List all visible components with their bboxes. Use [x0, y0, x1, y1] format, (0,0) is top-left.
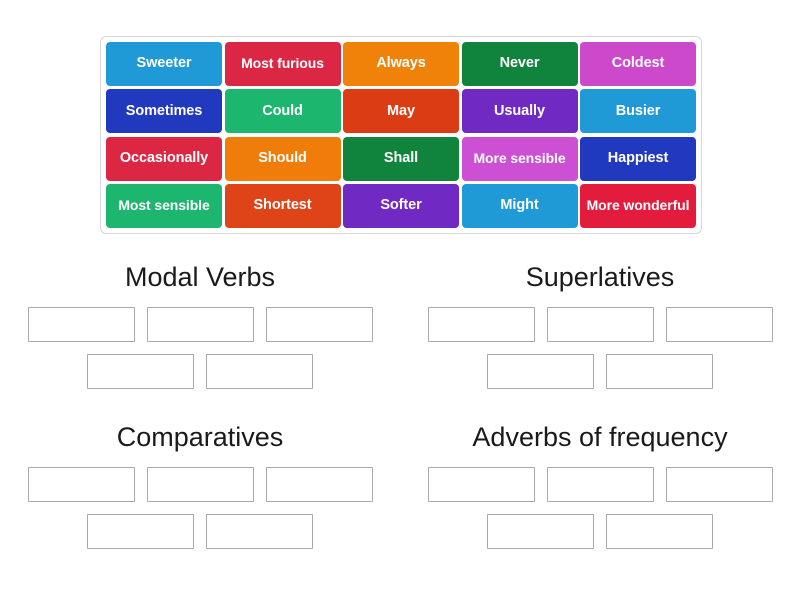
drop-slot-row	[487, 354, 713, 389]
drop-slot-row	[427, 307, 773, 342]
word-tile[interactable]: Softer	[343, 183, 459, 228]
drop-slot-rows	[408, 307, 792, 401]
word-tile[interactable]: Could	[224, 89, 341, 134]
word-tile[interactable]: Never	[461, 42, 578, 86]
word-tile[interactable]: Usually	[461, 89, 578, 134]
category-title: Comparatives	[116, 422, 284, 452]
drop-slot[interactable]	[206, 514, 313, 549]
drop-slot-row	[487, 514, 713, 549]
drop-slot-rows	[8, 467, 392, 561]
word-tile[interactable]: More wonderful	[580, 183, 696, 228]
category-group: Adverbs of frequency	[400, 412, 800, 572]
drop-slot[interactable]	[546, 307, 654, 342]
word-tile[interactable]: Most sensible	[106, 183, 222, 228]
word-tile[interactable]: Happiest	[580, 136, 696, 181]
word-tile[interactable]: Busier	[580, 89, 696, 134]
word-tile[interactable]: May	[343, 89, 459, 134]
word-tile[interactable]: Always	[343, 42, 459, 86]
drop-slot[interactable]	[606, 354, 713, 389]
drop-slot[interactable]	[265, 467, 373, 502]
drop-slot-row	[87, 514, 313, 549]
category-group: Modal Verbs	[0, 252, 400, 412]
drop-slot[interactable]	[146, 467, 254, 502]
word-tile[interactable]: Most furious	[224, 42, 341, 86]
word-tile[interactable]: Sweeter	[106, 42, 222, 86]
drop-slot[interactable]	[665, 467, 773, 502]
word-tile[interactable]: More sensible	[461, 136, 578, 181]
category-group: Comparatives	[0, 412, 400, 572]
drop-slot[interactable]	[665, 307, 773, 342]
drop-slot[interactable]	[87, 354, 194, 389]
word-tile[interactable]: Occasionally	[106, 136, 222, 181]
drop-slot[interactable]	[487, 354, 594, 389]
drop-slot[interactable]	[27, 467, 135, 502]
drop-slot[interactable]	[487, 514, 594, 549]
category-title: Modal Verbs	[124, 262, 276, 292]
word-tile[interactable]: Sometimes	[106, 89, 222, 134]
word-tile[interactable]: Shortest	[224, 183, 341, 228]
drop-slot-row	[427, 467, 773, 502]
category-group: Superlatives	[400, 252, 800, 412]
drop-slot-rows	[8, 307, 392, 401]
drop-slot-rows	[408, 467, 792, 561]
drop-slot[interactable]	[427, 307, 535, 342]
word-tile[interactable]: Shall	[343, 136, 459, 181]
drop-slot[interactable]	[265, 307, 373, 342]
drop-slot[interactable]	[546, 467, 654, 502]
drop-slot[interactable]	[27, 307, 135, 342]
category-title: Superlatives	[525, 262, 675, 292]
drop-slot[interactable]	[87, 514, 194, 549]
word-tile[interactable]: Coldest	[580, 42, 696, 86]
drop-slot[interactable]	[206, 354, 313, 389]
word-tile[interactable]: Should	[224, 136, 341, 181]
word-tile[interactable]: Might	[461, 183, 578, 228]
drop-slot-row	[27, 467, 373, 502]
drop-slot[interactable]	[427, 467, 535, 502]
drop-slot-row	[87, 354, 313, 389]
drop-slot[interactable]	[606, 514, 713, 549]
category-title: Adverbs of frequency	[472, 422, 728, 452]
drop-slot[interactable]	[146, 307, 254, 342]
drop-slot-row	[27, 307, 373, 342]
